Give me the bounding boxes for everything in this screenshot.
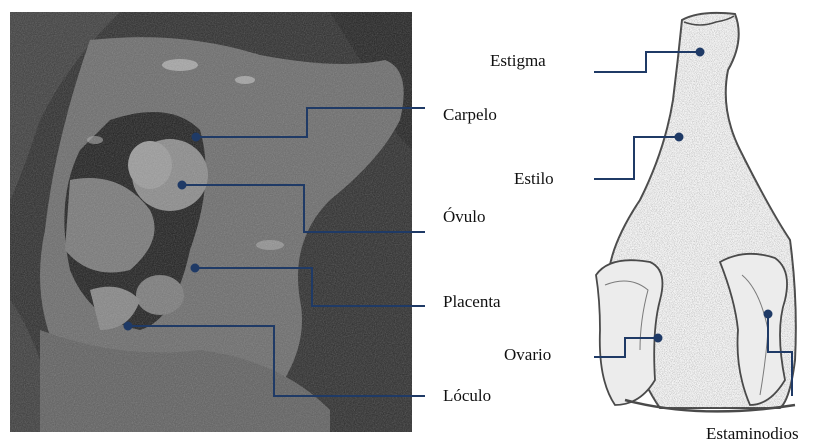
- leader-dot-ovario: [655, 335, 662, 342]
- label-estaminodios: Estaminodios: [706, 425, 799, 442]
- leader-dot-estilo: [676, 134, 683, 141]
- label-carpelo: Carpelo: [443, 106, 497, 123]
- leader-dot-estigma: [697, 49, 704, 56]
- leader-dot-carpelo: [193, 134, 200, 141]
- leader-dot-loculo: [125, 323, 132, 330]
- sem-micrograph: [10, 12, 412, 432]
- leader-dot-placenta: [192, 265, 199, 272]
- leader-dot-estaminodios: [765, 311, 772, 318]
- label-estilo: Estilo: [514, 170, 554, 187]
- label-loculo: Lóculo: [443, 387, 491, 404]
- leader-dot-ovulo: [179, 182, 186, 189]
- label-ovario: Ovario: [504, 346, 551, 363]
- label-placenta: Placenta: [443, 293, 501, 310]
- label-ovulo: Óvulo: [443, 208, 486, 225]
- label-estigma: Estigma: [490, 52, 546, 69]
